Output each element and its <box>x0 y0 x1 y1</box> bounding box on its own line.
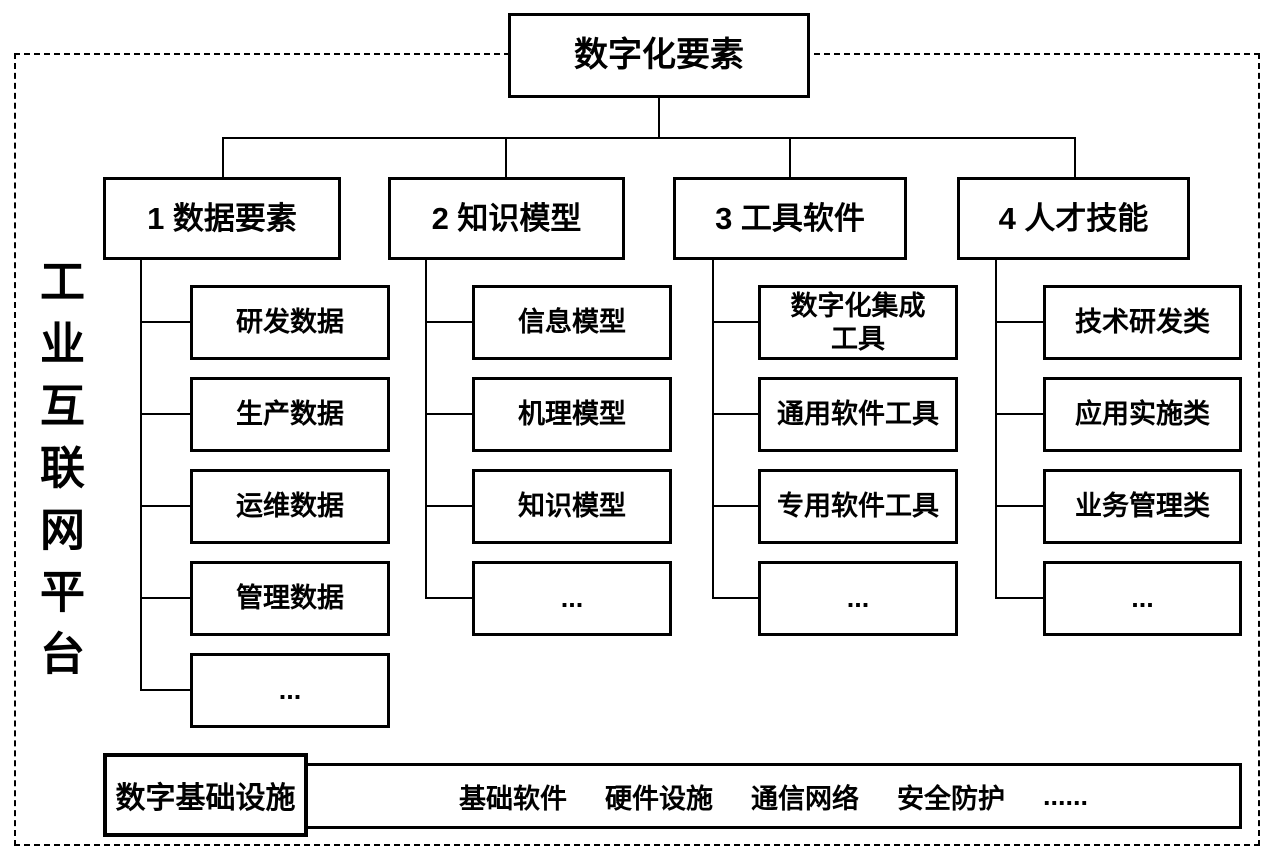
node-application-category: 应用实施类 <box>1043 377 1242 452</box>
infra-item-hardware: 硬件设施 <box>604 783 713 814</box>
node-model-ellipsis: ... <box>472 561 672 636</box>
connector-line <box>995 597 1043 599</box>
connector-line <box>140 321 190 323</box>
node-digital-integration-tools: 数字化集成工具 <box>758 285 958 360</box>
connector-line <box>425 321 472 323</box>
node-tools-ellipsis: ... <box>758 561 958 636</box>
connector-line <box>140 505 190 507</box>
node-business-mgmt-category: 业务管理类 <box>1043 469 1242 544</box>
infra-item-network: 通信网络 <box>750 783 859 814</box>
connector-line <box>658 96 660 137</box>
node-general-software-tools: 通用软件工具 <box>758 377 958 452</box>
connector-line <box>425 258 427 599</box>
connector-line <box>222 137 224 177</box>
connector-line <box>995 505 1043 507</box>
node-data-ellipsis: ... <box>190 653 390 728</box>
node-special-software-tools: 专用软件工具 <box>758 469 958 544</box>
connector-line <box>140 258 142 691</box>
connector-line <box>140 413 190 415</box>
connector-line <box>712 258 714 599</box>
root-node: 数字化要素 <box>508 13 810 98</box>
node-management-data: 管理数据 <box>190 561 390 636</box>
node-tech-rd-category: 技术研发类 <box>1043 285 1242 360</box>
node-information-model: 信息模型 <box>472 285 672 360</box>
node-production-data: 生产数据 <box>190 377 390 452</box>
node-mechanism-model: 机理模型 <box>472 377 672 452</box>
infra-item-security: 安全防护 <box>896 783 1005 814</box>
connector-line <box>425 597 472 599</box>
connector-line <box>712 413 758 415</box>
node-om-data: 运维数据 <box>190 469 390 544</box>
infrastructure-label: 数字基础设施 <box>103 753 308 837</box>
connector-line <box>712 505 758 507</box>
connector-line <box>505 137 507 177</box>
node-rd-data: 研发数据 <box>190 285 390 360</box>
node-skills-ellipsis: ... <box>1043 561 1242 636</box>
infra-item-basic-software: 基础软件 <box>458 783 567 814</box>
branch-header-knowledge-models: 2 知识模型 <box>388 177 625 260</box>
connector-line <box>425 413 472 415</box>
branch-header-data-elements: 1 数据要素 <box>103 177 341 260</box>
connector-line <box>425 505 472 507</box>
connector-line <box>222 137 1076 139</box>
infrastructure-band: 基础软件 硬件设施 通信网络 安全防护 ...... <box>305 763 1242 829</box>
connector-line <box>712 321 758 323</box>
node-knowledge-model: 知识模型 <box>472 469 672 544</box>
connector-line <box>140 689 190 691</box>
platform-title: 工业互联网平台 <box>33 258 84 692</box>
connector-line <box>789 137 791 177</box>
connector-line <box>995 258 997 599</box>
connector-line <box>140 597 190 599</box>
infra-item-ellipsis: ...... <box>1042 780 1088 811</box>
branch-header-talent-skills: 4 人才技能 <box>957 177 1190 260</box>
connector-line <box>995 413 1043 415</box>
connector-line <box>995 321 1043 323</box>
branch-header-tool-software: 3 工具软件 <box>673 177 907 260</box>
connector-line <box>712 597 758 599</box>
connector-line <box>1074 137 1076 177</box>
